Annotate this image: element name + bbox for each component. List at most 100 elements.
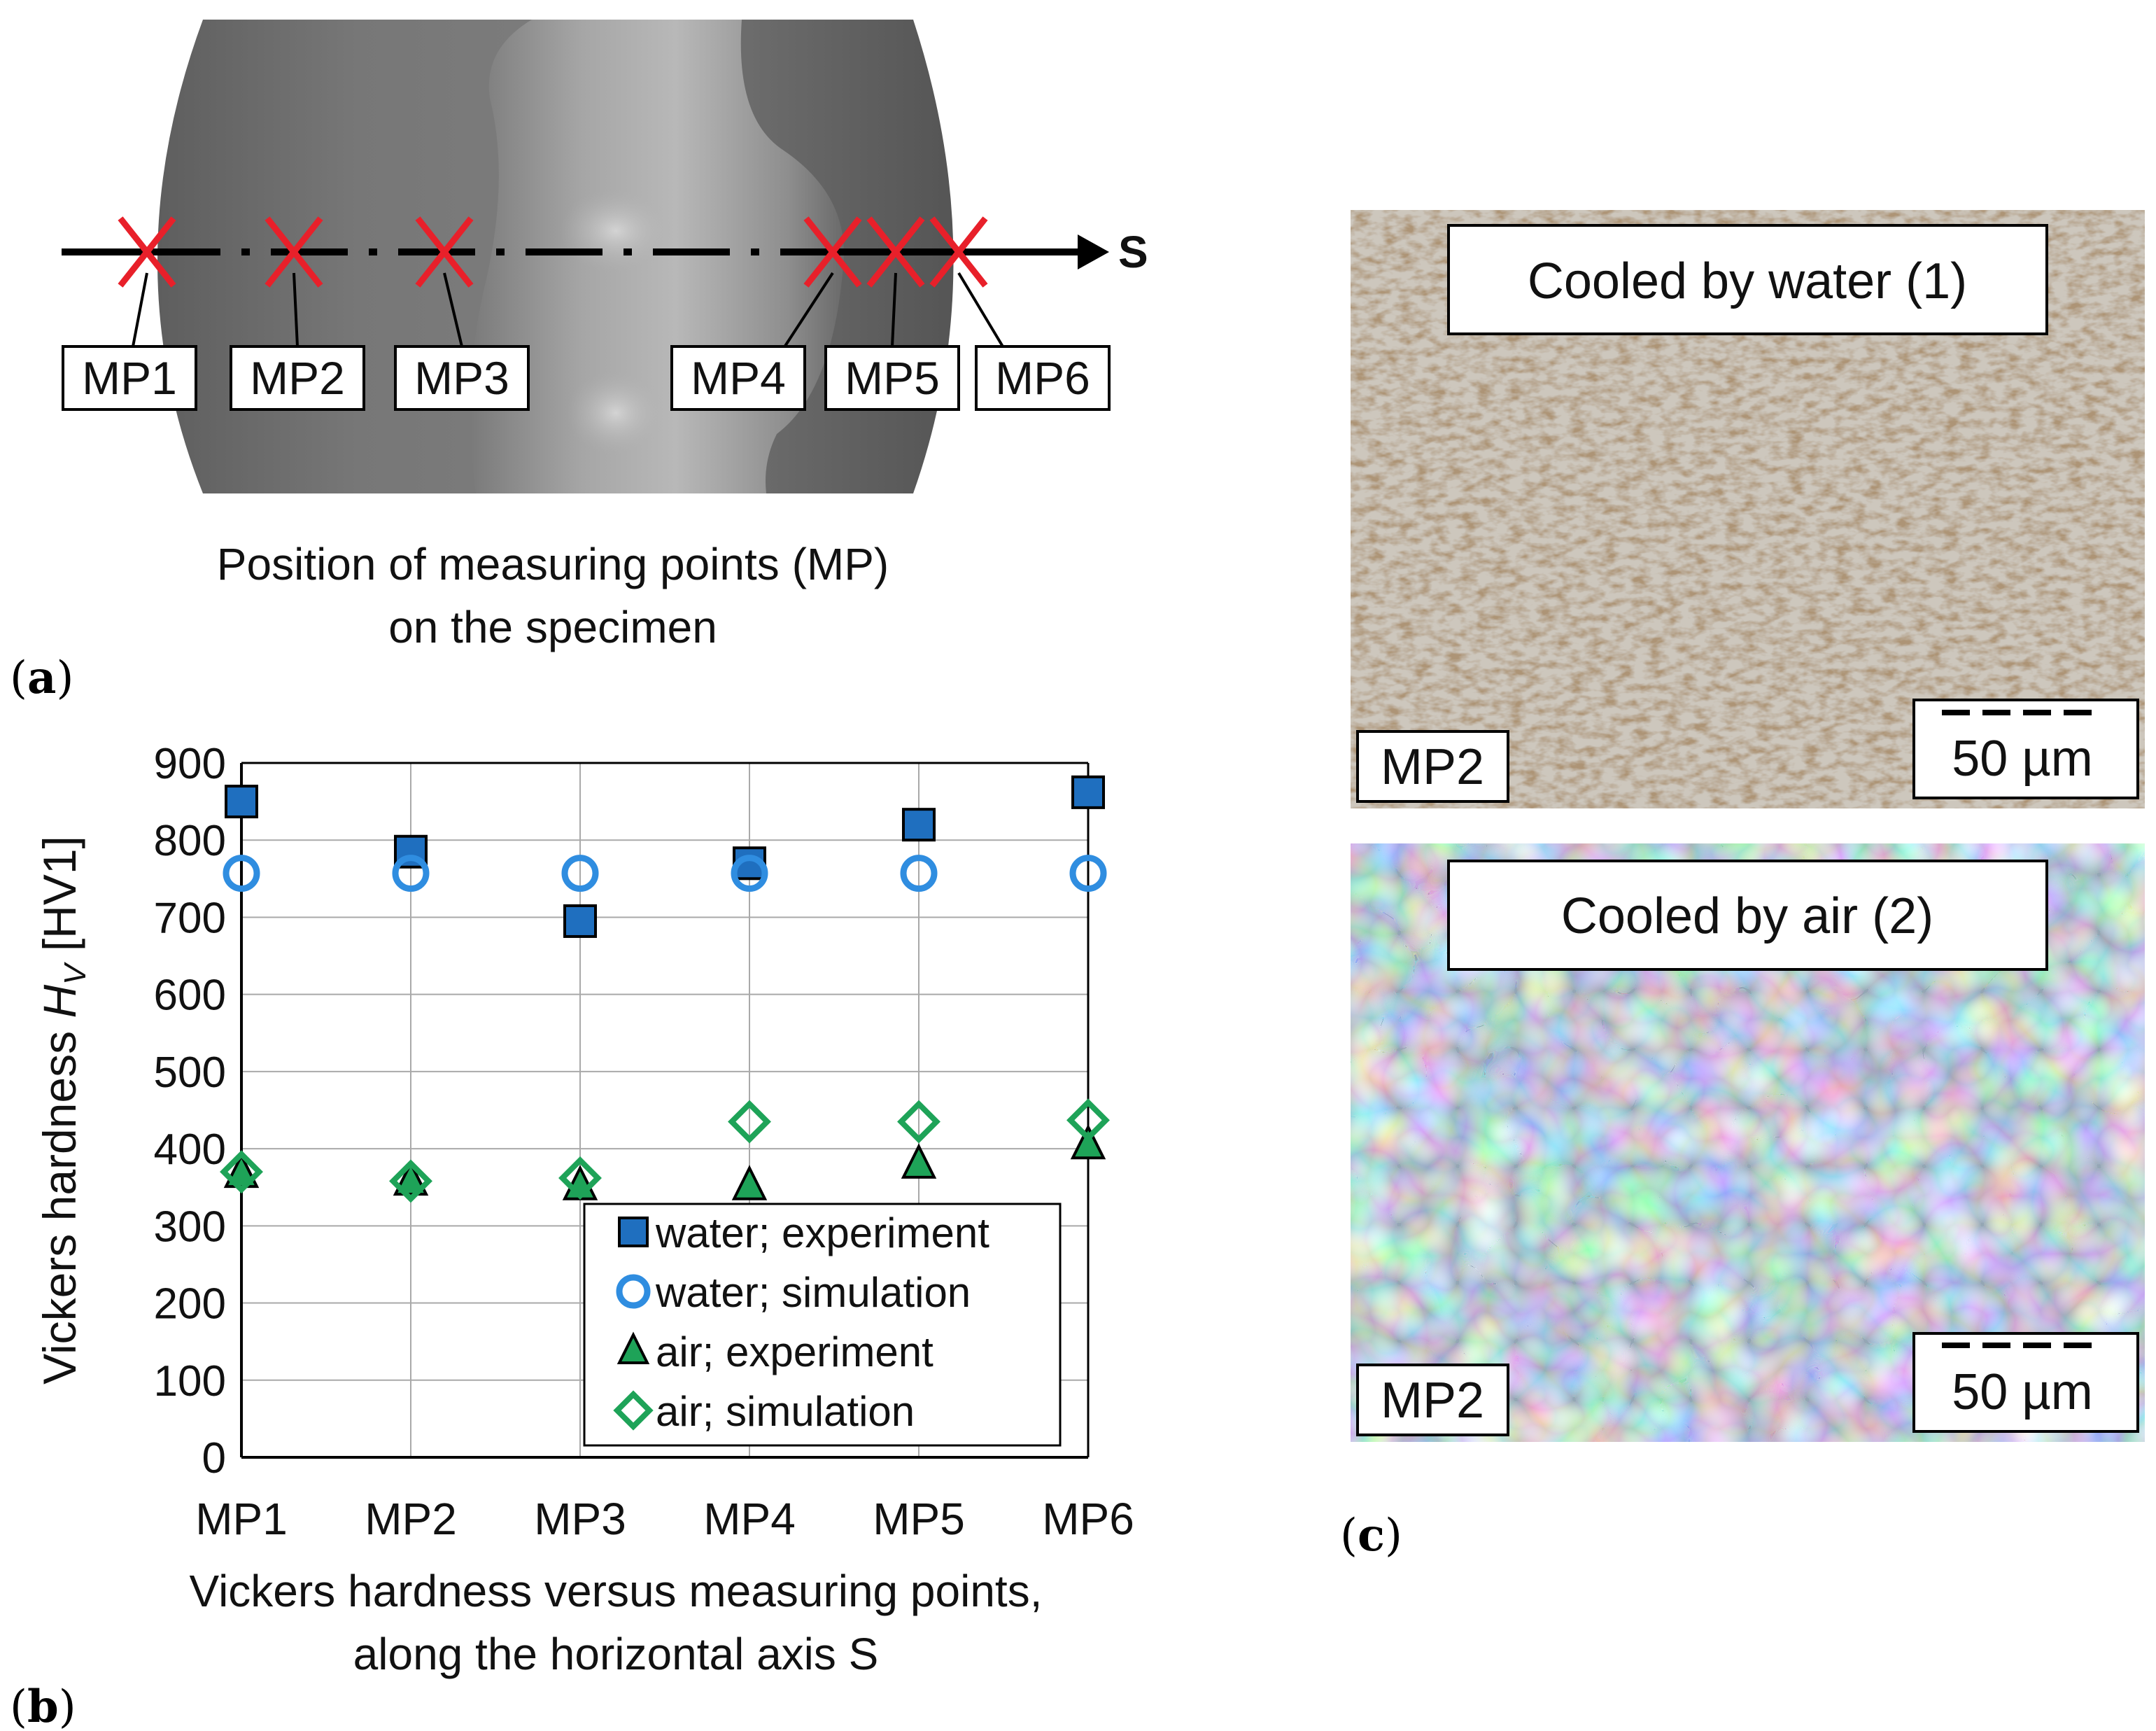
data-point	[392, 855, 430, 892]
x-tick-label: MP5	[873, 1494, 965, 1544]
x-tick-label: MP1	[195, 1494, 288, 1544]
y-axis-label: Vickers hardness HV [HV1]	[34, 836, 92, 1385]
y-tick-label: 500	[154, 1049, 226, 1097]
micrograph-air-scale-label: 50 µm	[1952, 1364, 2093, 1420]
neck-highlight-bottom	[567, 371, 665, 455]
x-tick-label: MP4	[703, 1494, 796, 1544]
mp-marker-1	[118, 216, 176, 288]
panel-b-caption-line2: along the horizontal axis S	[353, 1629, 879, 1679]
mp-leader-4	[783, 272, 834, 348]
mp-label-3: MP3	[414, 352, 509, 404]
axis-label-s: S	[1118, 227, 1148, 277]
y-tick-label: 0	[202, 1434, 226, 1483]
data-point	[1071, 775, 1105, 809]
data-point	[731, 855, 768, 892]
data-point	[728, 1100, 771, 1144]
micrograph-air-scale-box	[1912, 1332, 2139, 1433]
data-point	[901, 1143, 937, 1179]
mp-leader-5	[891, 272, 897, 347]
y-tick-label: 400	[154, 1126, 226, 1174]
mp-label-5: MP5	[845, 352, 940, 404]
mp-label-1: MP1	[82, 352, 177, 404]
micrograph-air-mp-label: MP2	[1381, 1373, 1484, 1429]
data-point	[223, 855, 260, 892]
legend-label: water; experiment	[655, 1210, 989, 1256]
legend-label: water; simulation	[655, 1269, 971, 1316]
micrograph-water: Cooled by water (1) MP2 50 µm	[1351, 210, 2145, 808]
panel-a-caption-line1: Position of measuring points (MP)	[217, 539, 889, 589]
x-tick-label: MP6	[1042, 1494, 1134, 1544]
data-point	[902, 808, 936, 842]
data-point	[225, 785, 258, 819]
micrograph-water-mp-label: MP2	[1381, 739, 1484, 795]
series-1	[223, 855, 1107, 892]
data-point	[900, 855, 938, 892]
legend-label: air; simulation	[656, 1388, 915, 1435]
measuring-points: MP1 MP2 MP3 MP4 MP5 MP6	[62, 216, 1111, 411]
data-point	[1066, 1098, 1110, 1142]
mp-label-box-3	[394, 345, 530, 411]
mp-marker-5	[866, 216, 925, 288]
micrograph-water-scale-label: 50 µm	[1952, 731, 2093, 787]
data-point	[897, 1100, 940, 1144]
legend-box	[583, 1203, 1062, 1447]
specimen-illustration: S	[62, 20, 1148, 493]
mp-label-2: MP2	[250, 352, 345, 404]
mp-leader-3	[443, 272, 463, 347]
series-0	[225, 775, 1105, 938]
data-point	[389, 1159, 432, 1203]
legend-marker	[613, 1390, 654, 1431]
micrograph-water-title-box	[1447, 224, 2048, 335]
data-point	[731, 1165, 768, 1200]
y-tick-label: 100	[154, 1357, 226, 1406]
y-tick-label: 900	[154, 740, 226, 788]
y-tick-label: 200	[154, 1280, 226, 1329]
y-tick-label: 300	[154, 1203, 226, 1251]
legend-label: air; experiment	[656, 1329, 933, 1375]
data-point	[1069, 855, 1107, 892]
mp-label-box-6	[975, 345, 1111, 411]
legend-marker	[618, 1217, 649, 1247]
panel-b-letter: (b)	[10, 1681, 76, 1731]
x-tick-label: MP2	[365, 1494, 457, 1544]
mp-marker-4	[803, 216, 862, 288]
series-3	[220, 1098, 1110, 1203]
mp-leader-2	[293, 272, 299, 347]
data-point	[1070, 1123, 1106, 1160]
neck-highlight-top	[560, 189, 672, 273]
data-point	[558, 1156, 602, 1200]
micrograph-air-title-box	[1447, 860, 2048, 971]
y-tick-label: 700	[154, 894, 226, 942]
mp-leader-6	[957, 272, 1004, 348]
mp-label-box-4	[670, 345, 806, 411]
mp-label-6: MP6	[995, 352, 1090, 404]
panel-a-caption-line2: on the specimen	[388, 602, 717, 652]
micrograph-water-mp-box	[1356, 730, 1509, 803]
data-point	[220, 1150, 263, 1194]
mp-leader-1	[132, 272, 148, 347]
x-tick-label: MP3	[534, 1494, 626, 1544]
data-point	[393, 1160, 429, 1196]
panel-b-caption-line1: Vickers hardness versus measuring points…	[190, 1566, 1043, 1616]
micrograph-water-title: Cooled by water (1)	[1528, 253, 1967, 309]
micrograph-air-mp-box	[1356, 1364, 1509, 1436]
mp-marker-2	[265, 216, 323, 288]
panel-a-letter: (a)	[10, 652, 73, 704]
mp-label-box-1	[62, 345, 197, 411]
mp-label-box-5	[824, 345, 960, 411]
mp-label-4: MP4	[691, 352, 786, 404]
legend-marker	[616, 1331, 650, 1364]
y-tick-label: 800	[154, 817, 226, 865]
legend-marker	[616, 1274, 651, 1309]
y-tick-label: 600	[154, 972, 226, 1020]
micrograph-air: Cooled by air (2) MP2 50 µm	[1351, 843, 2145, 1442]
axis-arrow-head	[1078, 234, 1109, 269]
micrograph-air-title: Cooled by air (2)	[1561, 888, 1933, 944]
legend: water; experiment water; simulation air; e…	[583, 1203, 1062, 1447]
data-point	[563, 904, 597, 938]
series-2	[223, 1123, 1106, 1200]
data-point	[561, 855, 599, 892]
mp-marker-3	[415, 216, 474, 288]
